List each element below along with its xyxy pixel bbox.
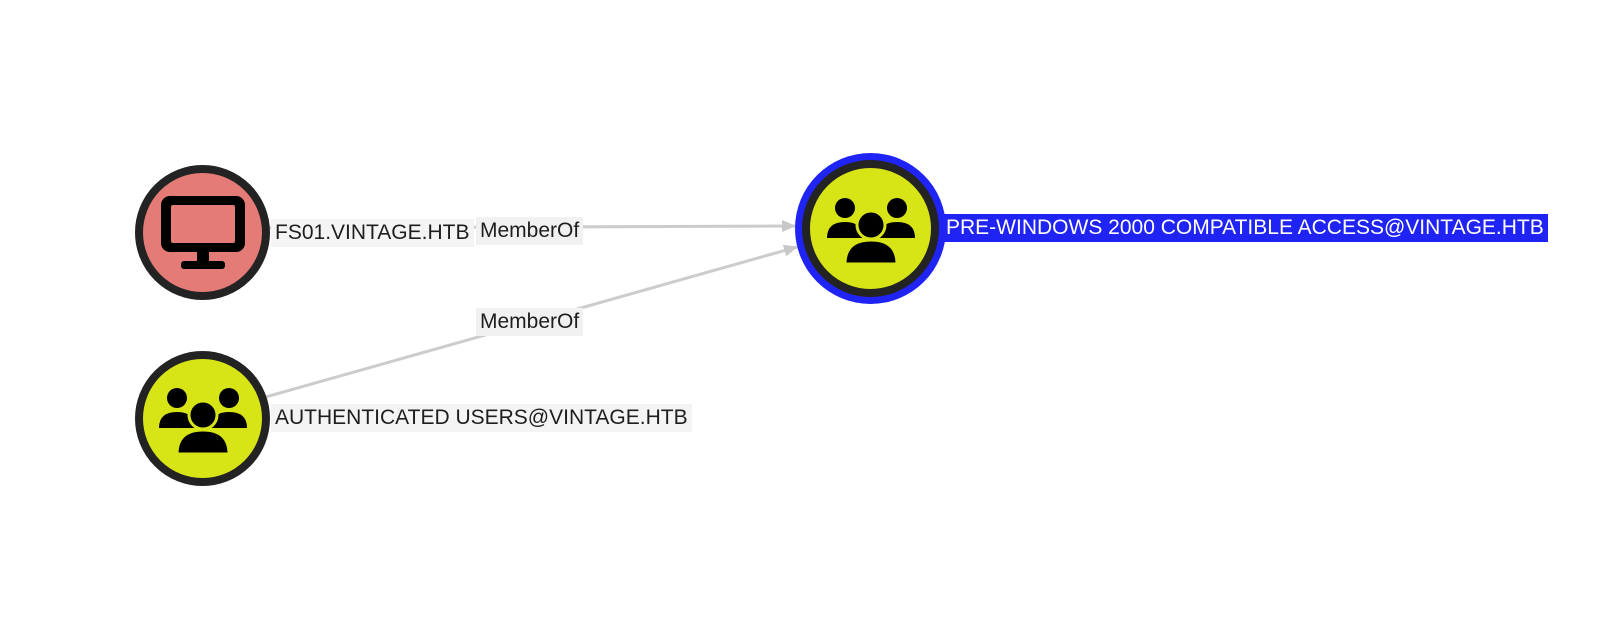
node-pre-windows-2000[interactable] [795,153,946,304]
node-label-fs01[interactable]: FS01.VINTAGE.HTB [271,219,474,247]
node-fs01[interactable] [135,165,270,300]
edge-label-fs01-memberof[interactable]: MemberOf [476,217,584,245]
users-group-icon [826,197,915,264]
node-label-authenticated-users[interactable]: AUTHENTICATED USERS@VINTAGE.HTB [271,404,692,432]
edge-label-authusers-memberof[interactable]: MemberOf [476,308,584,336]
monitor-icon [160,195,245,269]
node-pre-windows-2000-inner [802,160,939,297]
node-authenticated-users[interactable] [135,351,270,486]
users-group-icon [158,387,247,454]
node-label-pre-windows-2000[interactable]: PRE-WINDOWS 2000 COMPATIBLE ACCESS@VINTA… [942,214,1548,242]
